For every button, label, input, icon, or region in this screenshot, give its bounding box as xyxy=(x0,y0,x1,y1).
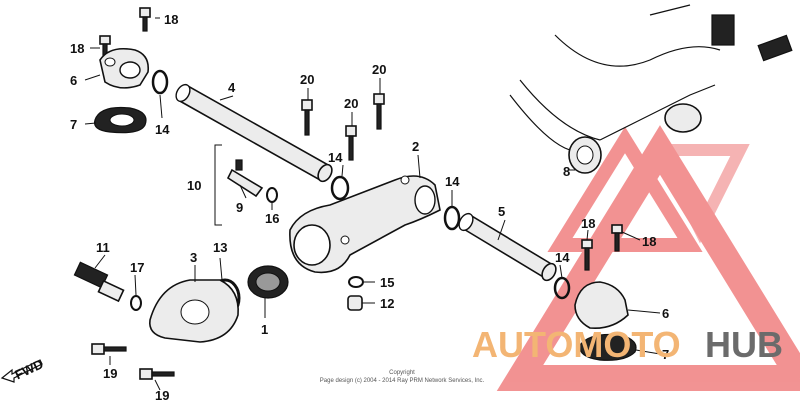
label-13: 13 xyxy=(213,240,227,255)
cover-3[interactable] xyxy=(148,279,239,343)
harness-8[interactable] xyxy=(509,4,793,174)
label-1: 1 xyxy=(261,322,268,337)
label-18: 18 xyxy=(642,234,656,249)
bolt-20-c[interactable] xyxy=(373,93,385,130)
label-7: 7 xyxy=(70,117,77,132)
washer-17[interactable] xyxy=(130,295,142,311)
housing-2[interactable] xyxy=(289,175,441,274)
bolt-19-a[interactable] xyxy=(91,343,127,355)
watermark-text: AUTOMOTO HUB xyxy=(472,324,783,365)
o-ring-16[interactable] xyxy=(266,187,278,203)
label-4: 4 xyxy=(228,80,236,95)
o-ring-15[interactable] xyxy=(348,276,364,288)
label-5: 5 xyxy=(498,204,505,219)
o-ring-14-mid[interactable] xyxy=(330,175,350,201)
bolt-19-b[interactable] xyxy=(139,368,175,380)
label-7: 7 xyxy=(662,347,669,362)
label-14: 14 xyxy=(328,150,343,165)
label-2: 2 xyxy=(412,139,419,154)
label-18: 18 xyxy=(581,216,595,231)
leader-lines xyxy=(84,17,661,391)
bolt-20-b[interactable] xyxy=(345,125,357,161)
label-16: 16 xyxy=(265,211,279,226)
o-ring-14-top[interactable] xyxy=(151,69,169,95)
label-14: 14 xyxy=(555,250,570,265)
gasket-7-low[interactable] xyxy=(579,333,637,361)
copyright-block: Copyright Page design (c) 2004 - 2014 Ra… xyxy=(320,370,485,384)
thermostat-1[interactable] xyxy=(247,265,289,299)
label-11: 11 xyxy=(96,240,110,255)
label-20: 20 xyxy=(344,96,358,111)
housing-6-low[interactable] xyxy=(574,281,629,330)
label-17: 17 xyxy=(130,260,144,275)
label-14: 14 xyxy=(155,122,170,137)
label-6: 6 xyxy=(70,73,77,88)
sensor-9[interactable] xyxy=(226,159,264,198)
copyright-line2: Page design (c) 2004 - 2014 Ray PRM Netw… xyxy=(320,378,485,384)
label-9: 9 xyxy=(236,200,243,215)
label-3: 3 xyxy=(190,250,197,265)
collar-12[interactable] xyxy=(347,295,363,311)
watermark-part1: AUTOMOTO xyxy=(472,324,681,365)
bolt-18-top[interactable] xyxy=(139,7,151,32)
watermark-logo xyxy=(496,125,800,391)
bolt-18-right-b[interactable] xyxy=(611,224,623,252)
label-19: 19 xyxy=(155,388,169,403)
switch-11[interactable] xyxy=(73,261,125,303)
pipe-4[interactable] xyxy=(173,82,334,184)
watermark-part2: HUB xyxy=(705,324,783,365)
label-20: 20 xyxy=(372,62,386,77)
fwd-arrow: FWD xyxy=(0,356,46,383)
label-10: 10 xyxy=(187,178,201,193)
fwd-label: FWD xyxy=(12,356,45,382)
label-14: 14 xyxy=(445,174,460,189)
label-15: 15 xyxy=(380,275,394,290)
bolt-20-a[interactable] xyxy=(301,99,313,136)
label-8: 8 xyxy=(563,164,570,179)
o-ring-14-right[interactable] xyxy=(443,205,461,231)
copyright-line1: Copyright xyxy=(389,370,415,376)
gasket-7-top[interactable] xyxy=(93,106,147,134)
label-18: 18 xyxy=(164,12,178,27)
label-12: 12 xyxy=(380,296,394,311)
housing-6-top[interactable] xyxy=(99,47,150,89)
pipe-5[interactable] xyxy=(456,211,558,283)
bracket-10 xyxy=(214,144,222,226)
callout-labels: 18 18 6 7 14 4 20 20 20 14 2 14 5 14 10 … xyxy=(70,12,669,403)
label-6: 6 xyxy=(662,306,669,321)
label-18: 18 xyxy=(70,41,84,56)
label-20: 20 xyxy=(300,72,314,87)
label-19: 19 xyxy=(103,366,117,381)
